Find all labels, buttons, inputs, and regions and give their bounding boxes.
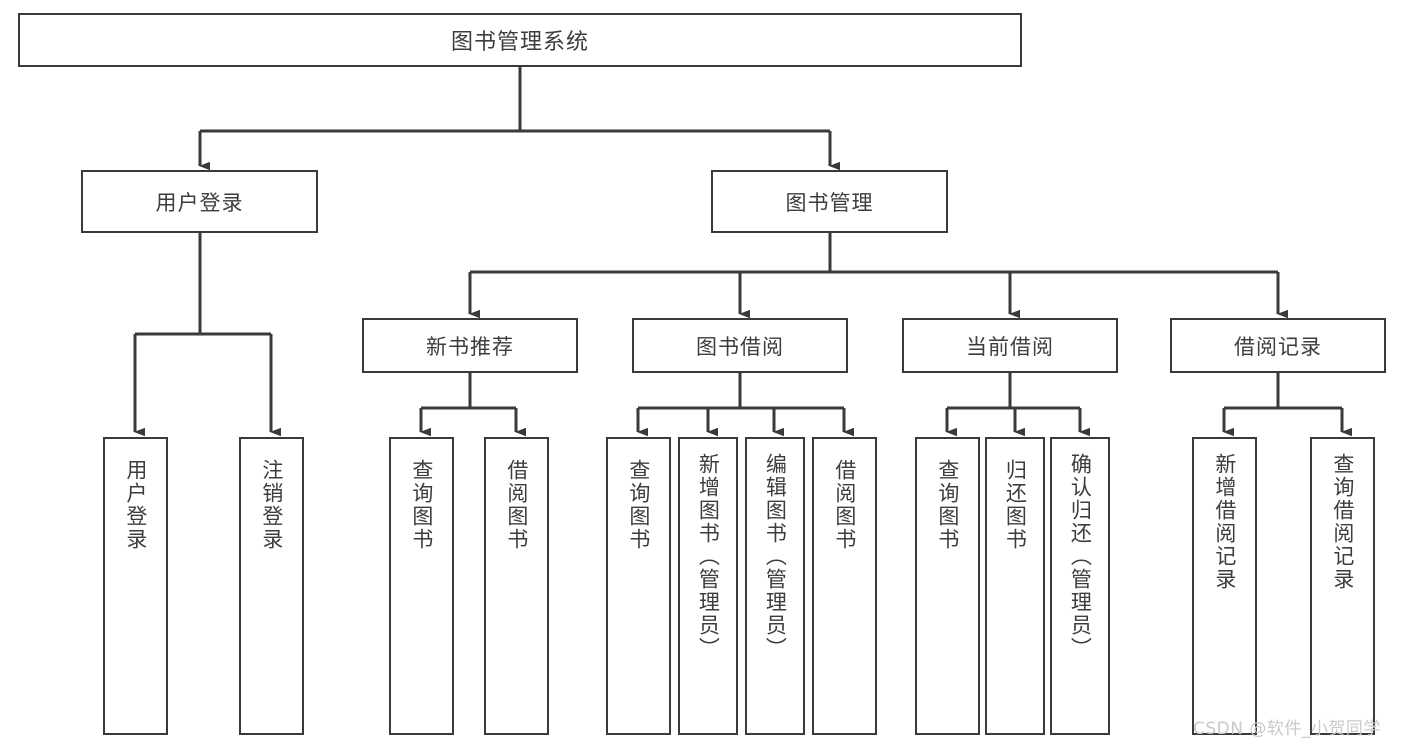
node-label: 查询借阅记录 xyxy=(1330,453,1355,591)
node-new-book-recommend[interactable]: 新书推荐 xyxy=(362,318,578,373)
leaf-current-confirm-return-admin[interactable]: 确认归还（管理员） xyxy=(1050,437,1110,735)
leaf-record-add-record[interactable]: 新增借阅记录 xyxy=(1192,437,1257,735)
node-label: 用户登录 xyxy=(123,459,148,551)
leaf-record-query-record[interactable]: 查询借阅记录 xyxy=(1310,437,1375,735)
node-label: 新增图书（管理员） xyxy=(696,453,721,660)
node-label: 归还图书 xyxy=(1003,459,1028,551)
node-label: 图书管理 xyxy=(785,190,874,215)
node-label: 查询图书 xyxy=(626,459,651,551)
csdn-watermark: CSDN @软件_小贺同学 xyxy=(1193,719,1381,739)
leaf-recommend-query-book[interactable]: 查询图书 xyxy=(389,437,454,735)
node-label: 编辑图书（管理员） xyxy=(763,453,788,660)
node-label: 确认归还（管理员） xyxy=(1068,453,1093,660)
node-label: 查询图书 xyxy=(935,459,960,551)
leaf-current-return-book[interactable]: 归还图书 xyxy=(985,437,1045,735)
leaf-recommend-borrow-book[interactable]: 借阅图书 xyxy=(484,437,549,735)
node-label: 注销登录 xyxy=(259,459,284,551)
node-root-system[interactable]: 图书管理系统 xyxy=(18,13,1022,67)
node-label: 图书借阅 xyxy=(696,334,784,359)
leaf-borrow-edit-book-admin[interactable]: 编辑图书（管理员） xyxy=(745,437,805,735)
node-label: 用户登录 xyxy=(155,190,244,215)
node-book-management[interactable]: 图书管理 xyxy=(711,170,948,233)
leaf-borrow-query-book[interactable]: 查询图书 xyxy=(606,437,671,735)
node-label: 图书管理系统 xyxy=(450,30,589,55)
node-label: 新增借阅记录 xyxy=(1212,453,1237,591)
leaf-borrow-add-book-admin[interactable]: 新增图书（管理员） xyxy=(678,437,738,735)
node-current-borrow[interactable]: 当前借阅 xyxy=(902,318,1118,373)
node-user-login[interactable]: 用户登录 xyxy=(81,170,318,233)
node-label: 当前借阅 xyxy=(966,334,1054,359)
node-label: 借阅记录 xyxy=(1234,334,1322,359)
node-book-borrow[interactable]: 图书借阅 xyxy=(632,318,848,373)
leaf-user-login-logout[interactable]: 注销登录 xyxy=(239,437,304,735)
node-label: 查询图书 xyxy=(409,459,434,551)
node-label: 新书推荐 xyxy=(426,334,514,359)
leaf-borrow-borrow-book[interactable]: 借阅图书 xyxy=(812,437,877,735)
node-borrow-record[interactable]: 借阅记录 xyxy=(1170,318,1386,373)
node-label: 借阅图书 xyxy=(504,459,529,551)
leaf-user-login-login[interactable]: 用户登录 xyxy=(103,437,168,735)
node-label: 借阅图书 xyxy=(832,459,857,551)
leaf-current-query-book[interactable]: 查询图书 xyxy=(915,437,980,735)
